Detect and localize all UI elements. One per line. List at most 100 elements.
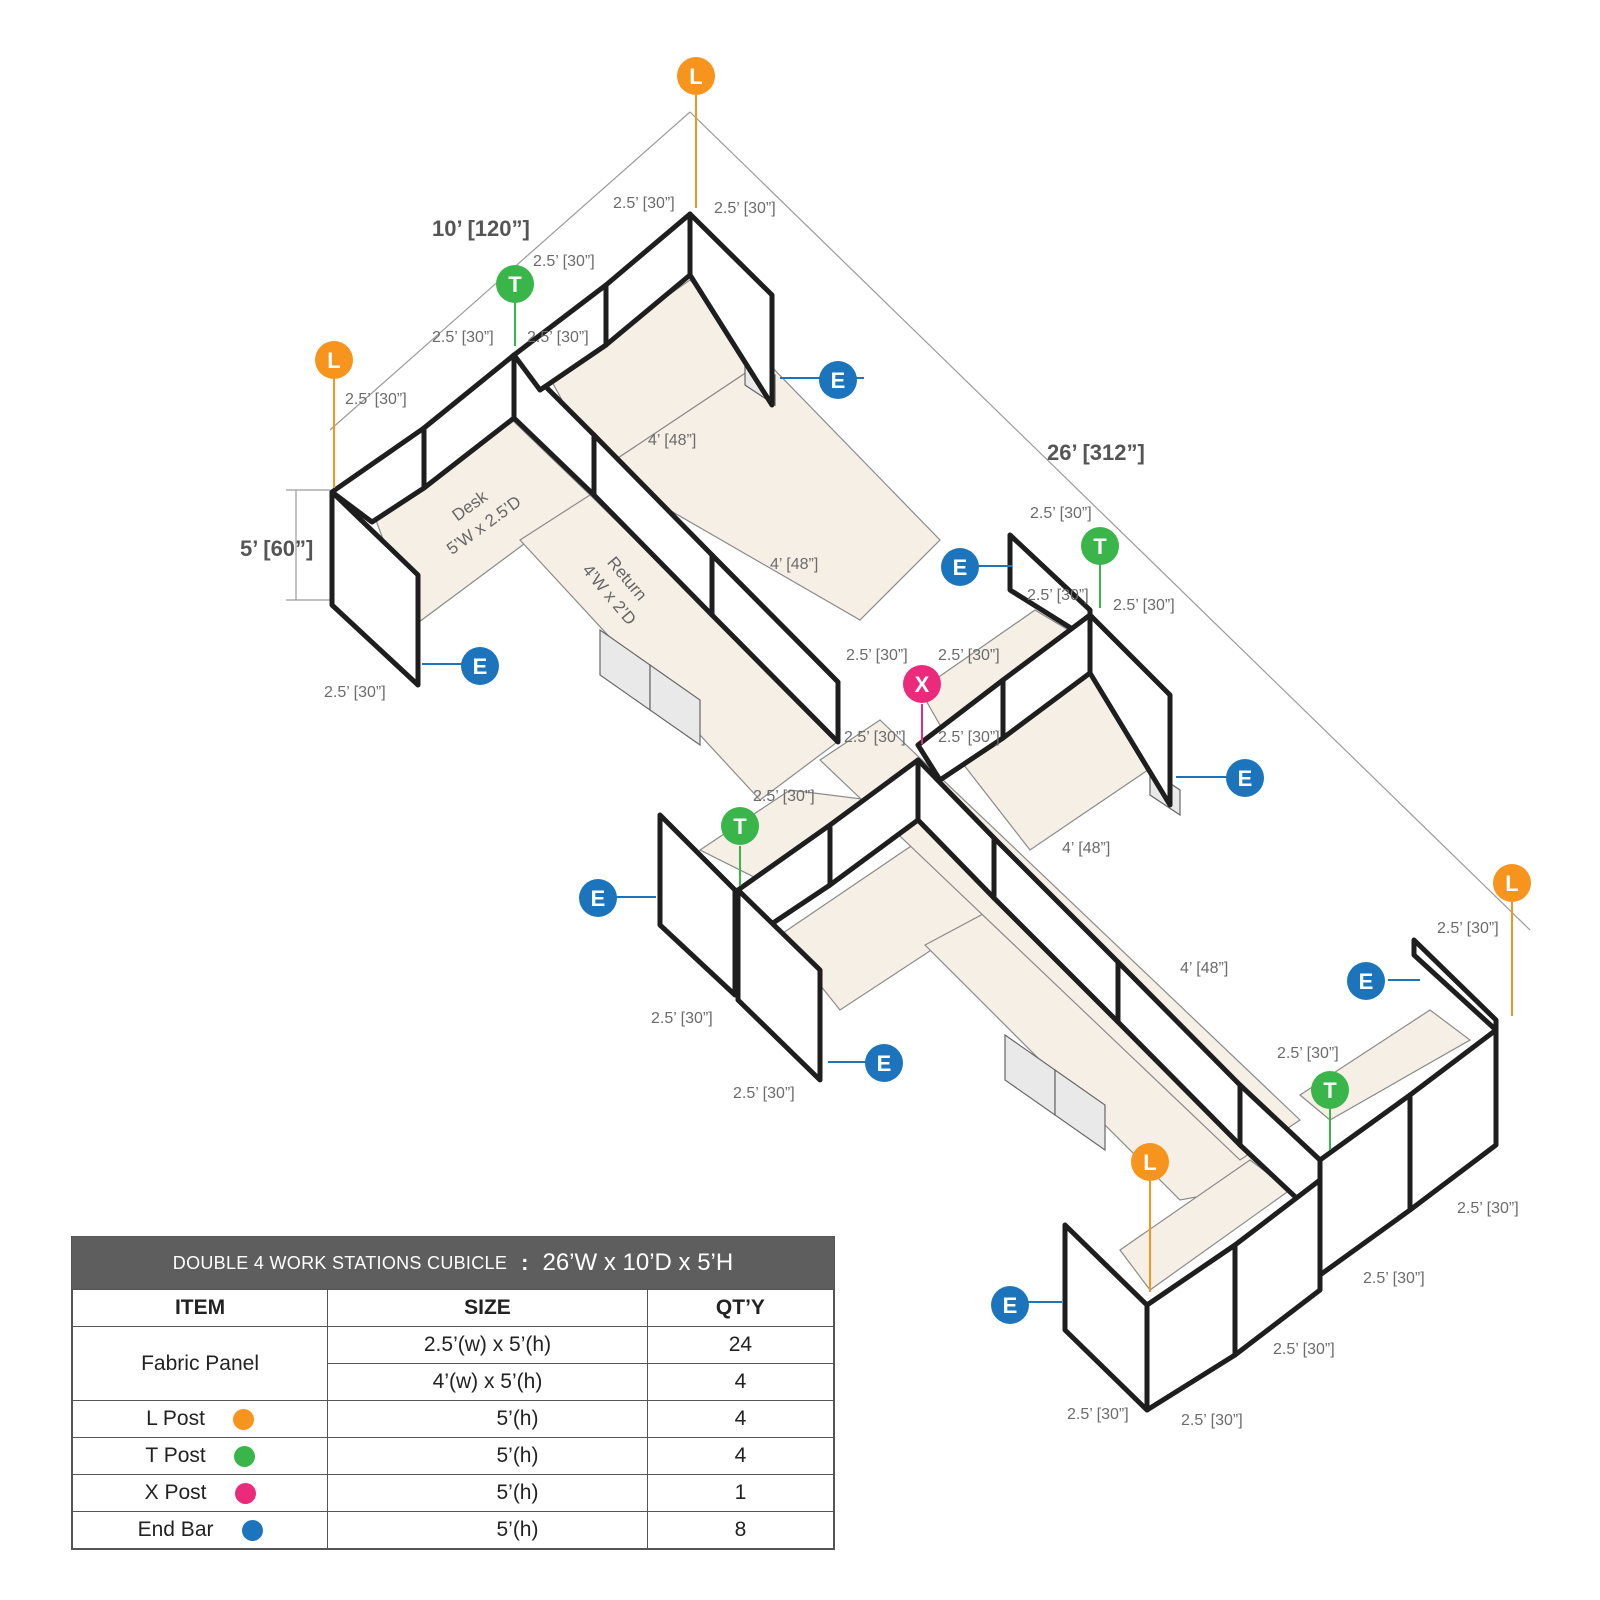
svg-text:L: L	[327, 348, 340, 373]
width-dimension: 26’ [312”]	[1047, 440, 1145, 465]
panel-nw-spine-3	[709, 552, 841, 745]
x-post-dot-icon	[234, 1482, 256, 1504]
x-post-badge: X	[903, 665, 941, 703]
dim-label-48: 4’ [48”]	[648, 432, 696, 449]
dim-label: 2.5’ [30”]	[753, 788, 815, 805]
svg-text:T: T	[1093, 534, 1107, 559]
dim-label: 2.5’ [30”]	[1273, 1341, 1335, 1358]
row-item: T Post	[145, 1444, 206, 1467]
dim-label: 2.5’ [30”]	[1027, 587, 1089, 604]
dim-label: 2.5’ [30”]	[714, 200, 776, 217]
dim-label: 2.5’ [30”]	[1113, 597, 1175, 614]
dim-label: 2.5’ [30”]	[1363, 1270, 1425, 1287]
l-post-badge: L	[315, 341, 353, 379]
header-row: ITEM SIZE QT’Y	[71, 1289, 835, 1327]
dim-label: 2.5’ [30”]	[324, 684, 386, 701]
row-size: 5’(h)	[327, 1437, 648, 1475]
dim-label-48: 4’ [48”]	[1180, 960, 1228, 977]
table-row: End Bar 5’(h) 8	[71, 1511, 835, 1549]
dim-label-48: 4’ [48”]	[1062, 840, 1110, 857]
row-qty: 4	[646, 1437, 835, 1475]
dim-label: 2.5’ [30”]	[613, 195, 675, 212]
dim-label: 2.5’ [30”]	[1457, 1200, 1519, 1217]
row-item: X Post	[144, 1481, 207, 1504]
header-qty: QT’Y	[646, 1289, 835, 1327]
fabric-panels	[329, 211, 1499, 1413]
fabric-panel-item: Fabric Panel	[71, 1326, 329, 1401]
row-qty: 8	[646, 1511, 835, 1549]
panel-se-back-1	[1317, 1092, 1413, 1278]
end-bar-badge: E	[819, 361, 857, 399]
end-bar-badge: E	[865, 1044, 903, 1082]
height-dimension: 5’ [60”]	[240, 536, 313, 561]
panel-w-end	[657, 812, 738, 998]
dim-label: 2.5’ [30”]	[1277, 1045, 1339, 1062]
post-badges: L L L L T T T T X E E E E E E E E	[315, 57, 1531, 1324]
row-item: L Post	[146, 1407, 205, 1430]
panel-nw-left-end	[329, 489, 421, 688]
svg-text:E: E	[953, 555, 968, 580]
dim-label: 2.5’ [30”]	[651, 1010, 713, 1027]
end-bar-dot-icon	[241, 1519, 263, 1541]
l-post-badge: L	[1493, 864, 1531, 902]
dim-label: 2.5’ [30”]	[846, 647, 908, 664]
svg-text:E: E	[591, 886, 606, 911]
t-post-dot-icon	[233, 1445, 255, 1467]
row-size: 5’(h)	[327, 1474, 648, 1512]
t-post-badge: T	[1081, 527, 1119, 565]
end-bar-badge: E	[461, 647, 499, 685]
spec-title-text: DOUBLE 4 WORK STATIONS CUBICLE	[172, 1252, 508, 1273]
table-row: 4’(w) x 5’(h) 4	[73, 1363, 835, 1401]
dim-label: 2.5’ [30”]	[1067, 1406, 1129, 1423]
dim-label: 2.5’ [30”]	[844, 729, 906, 746]
end-bar-badge: E	[941, 548, 979, 586]
dim-label: 2.5’ [30”]	[527, 329, 589, 346]
row-size: 4’(w) x 5’(h)	[327, 1363, 648, 1401]
svg-text:X: X	[915, 672, 930, 697]
dim-label: 2.5’ [30”]	[432, 329, 494, 346]
dim-label: 2.5’ [30”]	[938, 729, 1000, 746]
row-size: 5’(h)	[327, 1400, 648, 1438]
row-qty: 4	[646, 1363, 835, 1401]
panel-c-left-end	[735, 887, 823, 1083]
svg-text:E: E	[831, 368, 846, 393]
panel-se-back-2	[1407, 1027, 1499, 1213]
return-surface-n	[598, 359, 941, 621]
end-bar-badge: E	[1226, 759, 1264, 797]
svg-text:E: E	[1003, 1293, 1018, 1318]
svg-text:T: T	[733, 814, 747, 839]
dim-label: 2.5’ [30”]	[733, 1085, 795, 1102]
dim-label: 2.5’ [30”]	[1030, 505, 1092, 522]
panel-e-end	[1087, 612, 1173, 808]
dim-label: 2.5’ [30”]	[1181, 1412, 1243, 1429]
t-post-badge: T	[496, 265, 534, 303]
spec-table-title: DOUBLE 4 WORK STATIONS CUBICLE : 26’W x …	[72, 1237, 834, 1289]
spec-grid: ITEM SIZE QT’Y Fabric Panel 2.5’(w) x 5’…	[71, 1289, 835, 1549]
svg-text:E: E	[473, 654, 488, 679]
svg-text:T: T	[1323, 1078, 1337, 1103]
table-row: T Post 5’(h) 4	[71, 1437, 835, 1475]
svg-text:T: T	[508, 272, 522, 297]
svg-text:L: L	[1143, 1150, 1156, 1175]
row-item: End Bar	[137, 1518, 214, 1541]
dim-label: 2.5’ [30”]	[938, 647, 1000, 664]
header-item: ITEM	[71, 1289, 329, 1327]
t-post-badge: T	[721, 807, 759, 845]
svg-text:L: L	[689, 64, 702, 89]
row-size: 2.5’(w) x 5’(h)	[327, 1326, 648, 1364]
spec-title-size: 26’W x 10’D x 5’H	[542, 1249, 734, 1276]
t-post-badge: T	[1311, 1071, 1349, 1109]
l-post-badge: L	[677, 57, 715, 95]
table-row: Fabric Panel 2.5’(w) x 5’(h) 24	[71, 1326, 835, 1401]
dim-label: 2.5’ [30”]	[1437, 920, 1499, 937]
row-qty: 24	[646, 1326, 835, 1364]
l-post-badge: L	[1131, 1143, 1169, 1181]
svg-text:E: E	[1238, 766, 1253, 791]
l-post-dot-icon	[232, 1408, 254, 1430]
dim-label: 2.5’ [30”]	[345, 391, 407, 408]
panel-n-end	[687, 211, 775, 408]
spec-title-colon: :	[521, 1250, 529, 1275]
panel-s-front-2	[1232, 1177, 1323, 1358]
panel-se-end	[1411, 937, 1499, 1033]
